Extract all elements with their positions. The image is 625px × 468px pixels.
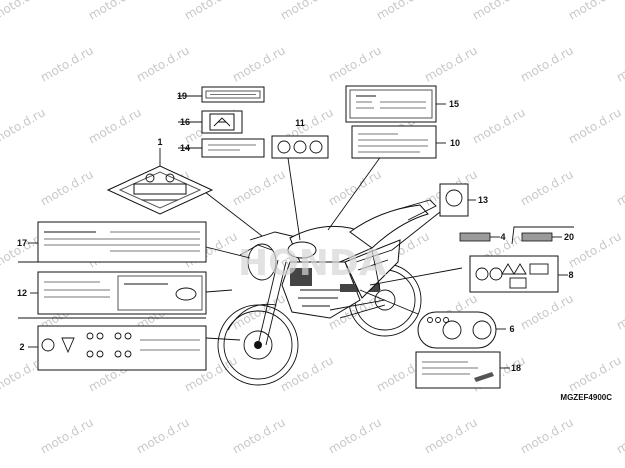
watermark-text: moto.d.ru — [518, 43, 576, 84]
label-plate-17 — [18, 221, 207, 263]
callout-12: 12 — [17, 288, 27, 298]
svg-text:HONDA: HONDA — [238, 243, 387, 284]
motorcycle-illustration: HONDA — [217, 199, 437, 386]
watermark-text: moto.d.ru — [134, 415, 192, 456]
watermark-text: moto.d.ru — [566, 0, 624, 23]
callout-10: 10 — [450, 138, 460, 148]
watermark-text: moto.d.ru — [518, 291, 576, 332]
label-plate-18 — [415, 351, 510, 389]
watermark-text: moto.d.ru — [134, 43, 192, 84]
watermark-text: moto.d.ru — [422, 415, 480, 456]
watermark-text: moto.d.ru — [0, 105, 48, 146]
label-plate-13 — [439, 183, 476, 217]
label-plate-11 — [271, 135, 329, 159]
watermark-text: moto.d.ru — [614, 167, 625, 208]
watermark-text: moto.d.ru — [614, 291, 625, 332]
watermark-text: moto.d.ru — [230, 167, 288, 208]
callout-11: 11 — [295, 118, 305, 128]
watermark-text: moto.d.ru — [182, 0, 240, 23]
label-plate-12 — [18, 271, 207, 319]
label-plate-1 — [106, 148, 214, 215]
watermark-text: moto.d.ru — [230, 415, 288, 456]
watermark-text: moto.d.ru — [518, 167, 576, 208]
diagram-code: MGZEF4900C — [560, 393, 612, 402]
label-plate-4 — [417, 311, 506, 349]
watermark-text: moto.d.ru — [38, 43, 96, 84]
callout-18: 18 — [511, 363, 521, 373]
callout-19: 19 — [177, 91, 187, 101]
watermark-text: moto.d.ru — [230, 291, 288, 332]
label-plate-19 — [178, 86, 265, 103]
callout-15: 15 — [449, 99, 459, 109]
watermark-text: moto.d.ru — [470, 0, 528, 23]
callout-16: 16 — [180, 117, 190, 127]
watermark-text: moto.d.ru — [38, 167, 96, 208]
watermark-text: moto.d.ru — [470, 105, 528, 146]
callout-8: 8 — [568, 270, 573, 280]
watermark-text: moto.d.ru — [0, 0, 48, 23]
watermark-text: moto.d.ru — [38, 415, 96, 456]
watermark-text: moto.d.ru — [326, 415, 384, 456]
label-plate-10 — [351, 125, 446, 159]
label-plate-14 — [178, 138, 265, 158]
label-plate-15 — [345, 85, 446, 123]
label-plate-2 — [28, 325, 207, 371]
watermark-text: moto.d.ru — [374, 0, 432, 23]
callout-6: 4 — [500, 232, 505, 242]
callout-4: 6 — [509, 324, 514, 334]
watermark-text: moto.d.ru — [566, 229, 624, 270]
label-plate-8 — [469, 255, 568, 293]
callout-20: 20 — [564, 232, 574, 242]
callout-13: 13 — [478, 195, 488, 205]
watermark-text: moto.d.ru — [326, 43, 384, 84]
callout-1: 1 — [157, 137, 162, 147]
watermark-text: moto.d.ru — [326, 167, 384, 208]
watermark-text: moto.d.ru — [230, 43, 288, 84]
label-plate-6 — [459, 232, 500, 242]
label-plate-16 — [178, 110, 243, 134]
callout-17: 17 — [17, 238, 27, 248]
watermark-text: moto.d.ru — [86, 0, 144, 23]
watermark-text: moto.d.ru — [566, 105, 624, 146]
leader-lines — [204, 151, 463, 341]
watermark-text: moto.d.ru — [278, 353, 336, 394]
watermark-text: moto.d.ru — [422, 43, 480, 84]
watermark-text: moto.d.ru — [614, 415, 625, 456]
callout-14: 14 — [180, 143, 190, 153]
label-plate-20 — [511, 226, 574, 245]
watermark-text: moto.d.ru — [566, 353, 624, 394]
callout-2: 2 — [19, 342, 24, 352]
watermark-text: moto.d.ru — [518, 415, 576, 456]
watermark-text: moto.d.ru — [86, 105, 144, 146]
watermark-text: moto.d.ru — [278, 0, 336, 23]
watermark-text: moto.d.ru — [614, 43, 625, 84]
callout-numbers: 19 16 14 11 15 10 1 13 4 20 17 12 2 8 6 … — [17, 91, 574, 373]
